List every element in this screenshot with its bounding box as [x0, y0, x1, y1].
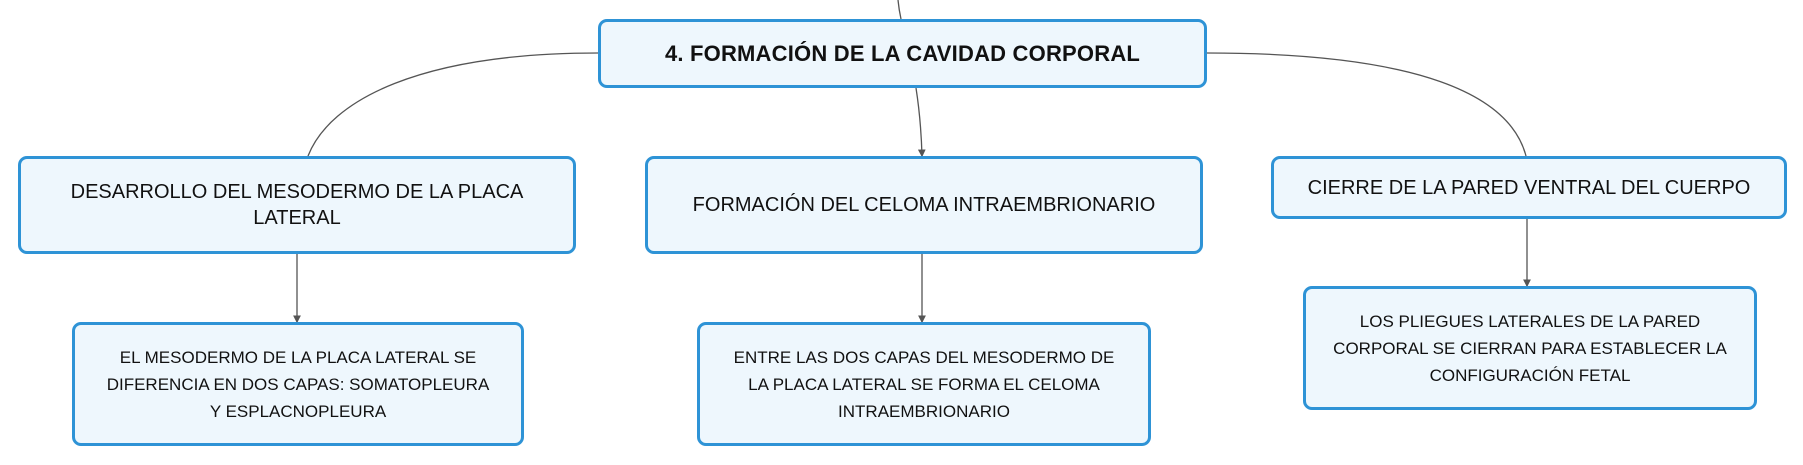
detail-label: EL MESODERMO DE LA PLACA LATERAL SE DIFE…: [106, 347, 490, 421]
root-topic-label: 4. FORMACIÓN DE LA CAVIDAD CORPORAL: [664, 40, 1141, 66]
connector-parent-root: [897, 0, 902, 20]
connector-root-branch-2: [915, 87, 926, 158]
detail-label: LOS PLIEGUES LATERALES DE LA PARED CORPO…: [1333, 311, 1727, 385]
connector-root-branch-3: [1206, 52, 1527, 157]
subtopic-label: CIERRE DE LA PARED VENTRAL DEL CUERPO: [1307, 176, 1751, 199]
detail-node-lateral-plate-mesoderm[interactable]: EL MESODERMO DE LA PLACA LATERAL SE DIFE…: [72, 322, 524, 446]
subtopic-node-intraembryonic-coelom[interactable]: FORMACIÓN DEL CELOMA INTRAEMBRIONARIO: [645, 156, 1203, 254]
detail-node-intraembryonic-coelom[interactable]: ENTRE LAS DOS CAPAS DEL MESODERMO DE LA …: [697, 322, 1151, 446]
subtopic-label: DESARROLLO DEL MESODERMO DE LA PLACA LAT…: [70, 181, 524, 229]
subtopic-label: FORMACIÓN DEL CELOMA INTRAEMBRIONARIO: [692, 194, 1156, 216]
subtopic-node-ventral-wall-closure[interactable]: CIERRE DE LA PARED VENTRAL DEL CUERPO: [1271, 156, 1787, 219]
detail-node-ventral-wall-closure[interactable]: LOS PLIEGUES LATERALES DE LA PARED CORPO…: [1303, 286, 1757, 410]
subtopic-node-lateral-plate-mesoderm[interactable]: DESARROLLO DEL MESODERMO DE LA PLACA LAT…: [18, 156, 576, 254]
connector-root-branch-1: [307, 52, 599, 157]
detail-label: ENTRE LAS DOS CAPAS DEL MESODERMO DE LA …: [733, 347, 1115, 421]
root-topic-node[interactable]: 4. FORMACIÓN DE LA CAVIDAD CORPORAL: [598, 19, 1207, 88]
